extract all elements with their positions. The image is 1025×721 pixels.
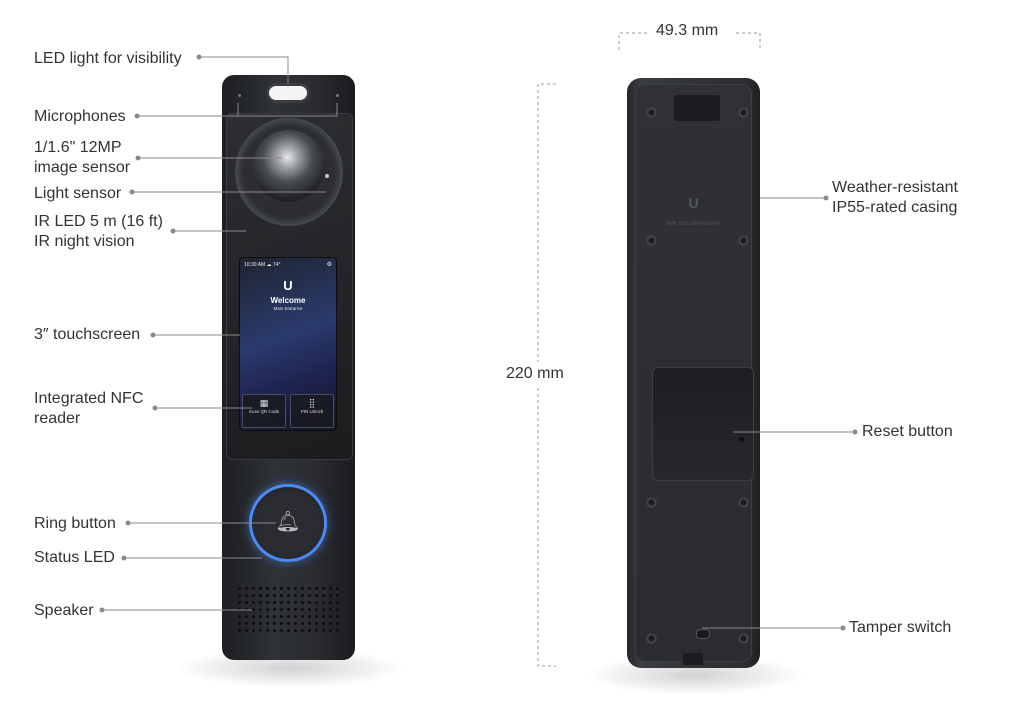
microphone-right — [336, 94, 339, 97]
scan-qr-button[interactable]: ▦ Scan QR Code — [242, 394, 286, 428]
screw — [738, 497, 749, 508]
back-device: U M/N: UVC-G6-Pro-Entry — [627, 78, 760, 668]
front-device: 10:30 AM ☁ 74° ⚙ U Welcome Main Entrance… — [222, 75, 355, 660]
label-nfc-reader: Integrated NFC reader — [34, 390, 144, 427]
back-logo: U — [688, 195, 699, 211]
welcome-title: Welcome — [270, 296, 306, 305]
status-time: 10:30 AM ☁ 74° — [244, 262, 281, 268]
screw — [646, 107, 657, 118]
label-ring-button: Ring button — [34, 515, 116, 532]
camera-lens — [253, 130, 325, 202]
label-touchscreen: 3″ touchscreen — [34, 326, 141, 343]
label-ir-led: IR LED 5 m (16 ft) IR night vision — [34, 213, 163, 250]
screw — [738, 107, 749, 118]
label-status-led: Status LED — [34, 549, 115, 566]
screw — [646, 235, 657, 246]
label-light-sensor: Light sensor — [34, 185, 122, 202]
touchscreen[interactable]: 10:30 AM ☁ 74° ⚙ U Welcome Main Entrance… — [239, 257, 337, 431]
label-led-light: LED light for visibility — [34, 50, 182, 67]
bell-icon: 🔔︎ — [275, 511, 301, 533]
camera-lens-ring — [235, 118, 343, 226]
width-dimension: 49.3 mm — [656, 22, 719, 39]
led-light — [266, 83, 310, 103]
label-speaker: Speaker — [34, 602, 94, 619]
reset-button[interactable] — [739, 437, 744, 442]
label-tamper-switch: Tamper switch — [849, 619, 952, 636]
speaker-grille — [236, 585, 340, 633]
keypad-icon: ⣿ — [308, 398, 316, 408]
model-number: M/N: UVC-G6-Pro-Entry — [666, 221, 721, 227]
screw — [646, 497, 657, 508]
top-notch — [674, 95, 720, 121]
pin-unlock-button[interactable]: ⣿ PIN Unlock — [290, 394, 334, 428]
label-microphones: Microphones — [34, 108, 126, 125]
screw — [646, 633, 657, 644]
light-sensor — [325, 174, 329, 178]
tamper-switch — [696, 629, 710, 639]
ubiquiti-logo: U — [283, 278, 293, 293]
gear-icon[interactable]: ⚙ — [326, 262, 332, 268]
screw — [738, 235, 749, 246]
label-image-sensor: 1/1.6" 12MP image sensor — [34, 139, 131, 176]
back-plate: U M/N: UVC-G6-Pro-Entry — [635, 84, 754, 662]
bottom-tab — [683, 653, 703, 665]
screw — [738, 633, 749, 644]
welcome-subtitle: Main Entrance — [273, 306, 303, 311]
label-reset-button: Reset button — [862, 423, 953, 440]
qr-code-icon: ▦ — [259, 398, 269, 408]
label-casing: Weather-resistant IP55-rated casing — [832, 179, 958, 216]
cable-pocket — [652, 367, 754, 481]
microphone-left — [238, 94, 241, 97]
height-dimension: 220 mm — [506, 365, 564, 382]
camera-panel: 10:30 AM ☁ 74° ⚙ U Welcome Main Entrance… — [226, 113, 353, 460]
